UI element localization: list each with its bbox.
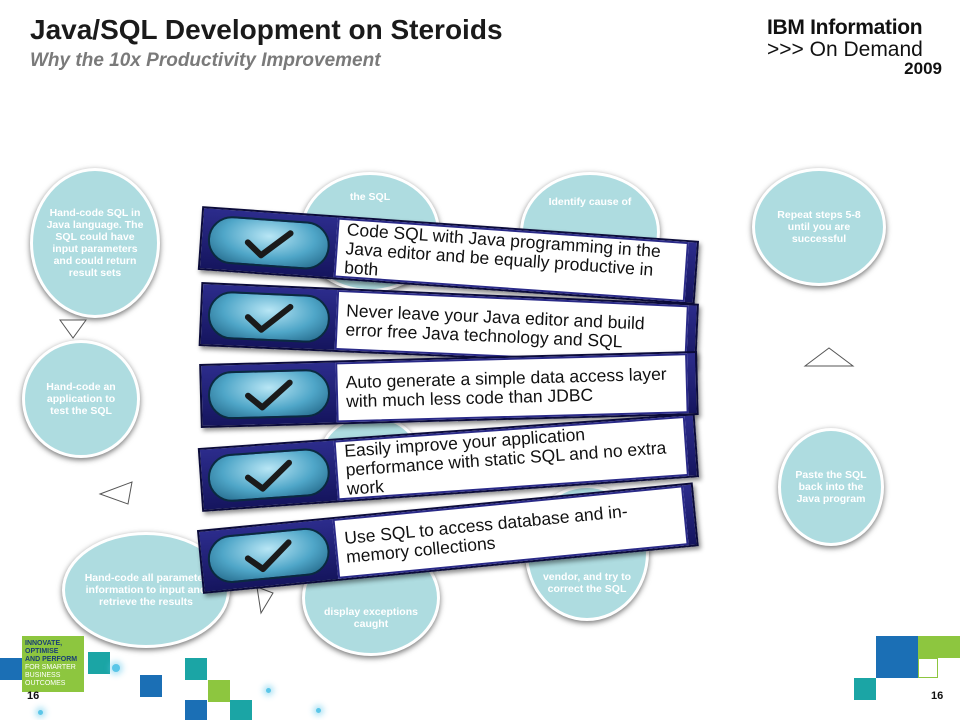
checkmark-icon bbox=[206, 290, 331, 344]
benefit-banner: Code SQL with Java programming in the Ja… bbox=[197, 206, 700, 305]
promo-badge: INNOVATE, OPTIMISE AND PERFORM FOR SMART… bbox=[22, 636, 84, 692]
promo-line: OUTCOMES bbox=[25, 680, 66, 687]
cycle-step-circle: Repeat steps 5-8 until you are successfu… bbox=[752, 168, 886, 286]
ibm-information-on-demand-logo: IBM Information >>> On Demand 2009 bbox=[767, 16, 942, 79]
sparkle-dot bbox=[266, 688, 271, 693]
decor-square bbox=[854, 678, 876, 700]
benefit-banner: Never leave your Java editor and build e… bbox=[198, 282, 699, 368]
page-title: Java/SQL Development on Steroids bbox=[30, 14, 503, 45]
arrow-triangle-icon bbox=[59, 319, 87, 339]
benefit-text: Auto generate a simple data access layer… bbox=[335, 353, 689, 423]
cycle-step-text: Hand-code SQL in Java language. The SQL … bbox=[46, 207, 144, 279]
cycle-step-text: Hand-code an application to test the SQL bbox=[46, 381, 116, 417]
cycle-step-circle: Hand-code SQL in Java language. The SQL … bbox=[30, 168, 160, 318]
promo-line: FOR SMARTER bbox=[25, 664, 76, 671]
page-number-left: 16 bbox=[27, 690, 40, 702]
arrow-triangle-icon bbox=[98, 481, 133, 505]
checkmark-icon bbox=[207, 368, 331, 420]
cycle-step-circle: Paste the SQL back into the Java program bbox=[778, 428, 884, 546]
logo-line-2: >>> On Demand bbox=[767, 38, 923, 61]
checkmark-icon bbox=[206, 214, 332, 272]
decor-square bbox=[185, 700, 207, 720]
cycle-step-text: the SQL bbox=[349, 191, 391, 203]
sparkle-dot bbox=[112, 664, 120, 672]
promo-line: INNOVATE, bbox=[25, 640, 63, 647]
page-subtitle: Why the 10x Productivity Improvement bbox=[30, 50, 381, 71]
cycle-step-text: display exceptions caught bbox=[324, 606, 418, 630]
promo-line: OPTIMISE bbox=[25, 648, 59, 655]
cycle-step-text: Paste the SQL back into the Java program bbox=[795, 469, 867, 505]
cycle-step-text: Identify cause of bbox=[548, 196, 632, 208]
checkmark-icon bbox=[206, 446, 332, 504]
logo-line-1: IBM Information bbox=[767, 16, 923, 39]
decor-square bbox=[88, 652, 110, 674]
promo-line: BUSINESS bbox=[25, 672, 61, 679]
benefit-banner: Use SQL to access database and in-memory… bbox=[196, 482, 699, 594]
checkmark-icon bbox=[205, 525, 332, 586]
decor-square bbox=[140, 675, 162, 697]
arrow-triangle-icon bbox=[256, 586, 274, 615]
decor-square bbox=[918, 636, 960, 658]
decor-square bbox=[876, 636, 918, 678]
cycle-step-circle: Hand-code an application to test the SQL bbox=[22, 340, 140, 458]
page-number-right: 16 bbox=[931, 690, 944, 702]
arrow-triangle-icon bbox=[803, 347, 855, 367]
logo-line-3: 2009 bbox=[904, 59, 942, 78]
decor-square bbox=[0, 658, 22, 680]
cycle-step-text: vendor, and try to correct the SQL bbox=[542, 571, 632, 595]
sparkle-dot bbox=[316, 708, 321, 713]
benefit-banner: Auto generate a simple data access layer… bbox=[199, 350, 699, 428]
promo-line: AND PERFORM bbox=[25, 656, 78, 663]
cycle-step-text: Repeat steps 5-8 until you are successfu… bbox=[777, 209, 861, 245]
decor-square bbox=[185, 658, 207, 680]
benefit-banner: Easily improve your application performa… bbox=[197, 413, 700, 512]
decor-square bbox=[230, 700, 252, 720]
sparkle-dot bbox=[38, 710, 43, 715]
cycle-step-text: Hand-code all parameter information to i… bbox=[84, 572, 208, 608]
decor-square bbox=[208, 680, 230, 702]
decor-square bbox=[918, 658, 938, 678]
